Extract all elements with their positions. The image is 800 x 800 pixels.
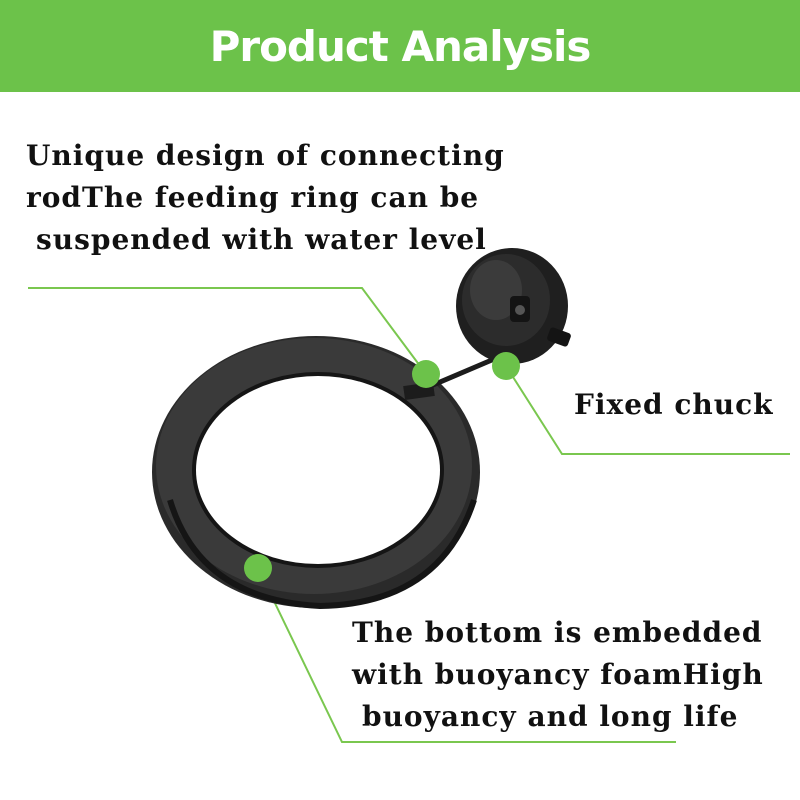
callout-fixed-chuck: Fixed chuck: [574, 384, 774, 426]
marker-dot-buoyancy-foam: [244, 554, 272, 582]
callout-line: The bottom is embedded: [352, 616, 763, 649]
callout-line: with buoyancy foamHigh: [352, 658, 764, 691]
callout-connecting-rod: Unique design of connecting rodThe feedi…: [26, 135, 505, 261]
callout-line: Fixed chuck: [574, 388, 774, 421]
leader-line-buoyancy-foam: [257, 567, 676, 743]
callout-line: buoyancy and long life: [362, 700, 739, 733]
callout-line: Unique design of connecting: [26, 139, 505, 172]
callout-buoyancy-foam: The bottom is embedded with buoyancy foa…: [352, 612, 764, 738]
page-title: Product Analysis: [209, 21, 592, 71]
callout-line: suspended with water level: [36, 223, 487, 256]
marker-dot-connecting-rod: [412, 360, 440, 388]
feeding-ring: [152, 336, 480, 610]
header-banner: Product Analysis: [0, 0, 800, 92]
callout-line: rodThe feeding ring can be: [26, 181, 480, 214]
suction-cup: [456, 248, 571, 364]
leader-line-connecting-rod: [28, 287, 427, 375]
leader-line-fixed-chuck: [505, 365, 790, 455]
marker-dot-fixed-chuck: [492, 352, 520, 380]
